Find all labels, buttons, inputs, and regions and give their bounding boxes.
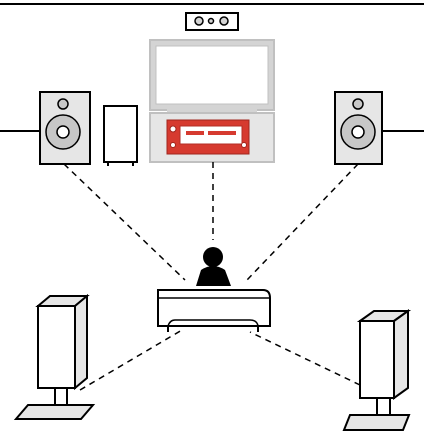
av-receiver bbox=[166, 119, 250, 155]
center-speaker bbox=[185, 12, 239, 31]
receiver-knob-icon bbox=[169, 125, 177, 133]
speaker-to-listener-lines bbox=[63, 162, 361, 391]
receiver-knob-icon bbox=[170, 142, 176, 148]
front-left-speaker bbox=[39, 91, 91, 165]
front-right-speaker bbox=[334, 91, 383, 165]
sofa bbox=[157, 289, 271, 332]
listener bbox=[196, 247, 231, 286]
receiver-knob-icon bbox=[241, 142, 247, 148]
surround-left-speaker bbox=[13, 293, 96, 420]
surround-right-speaker bbox=[342, 309, 412, 431]
tv bbox=[149, 39, 275, 114]
subwoofer bbox=[103, 105, 138, 166]
